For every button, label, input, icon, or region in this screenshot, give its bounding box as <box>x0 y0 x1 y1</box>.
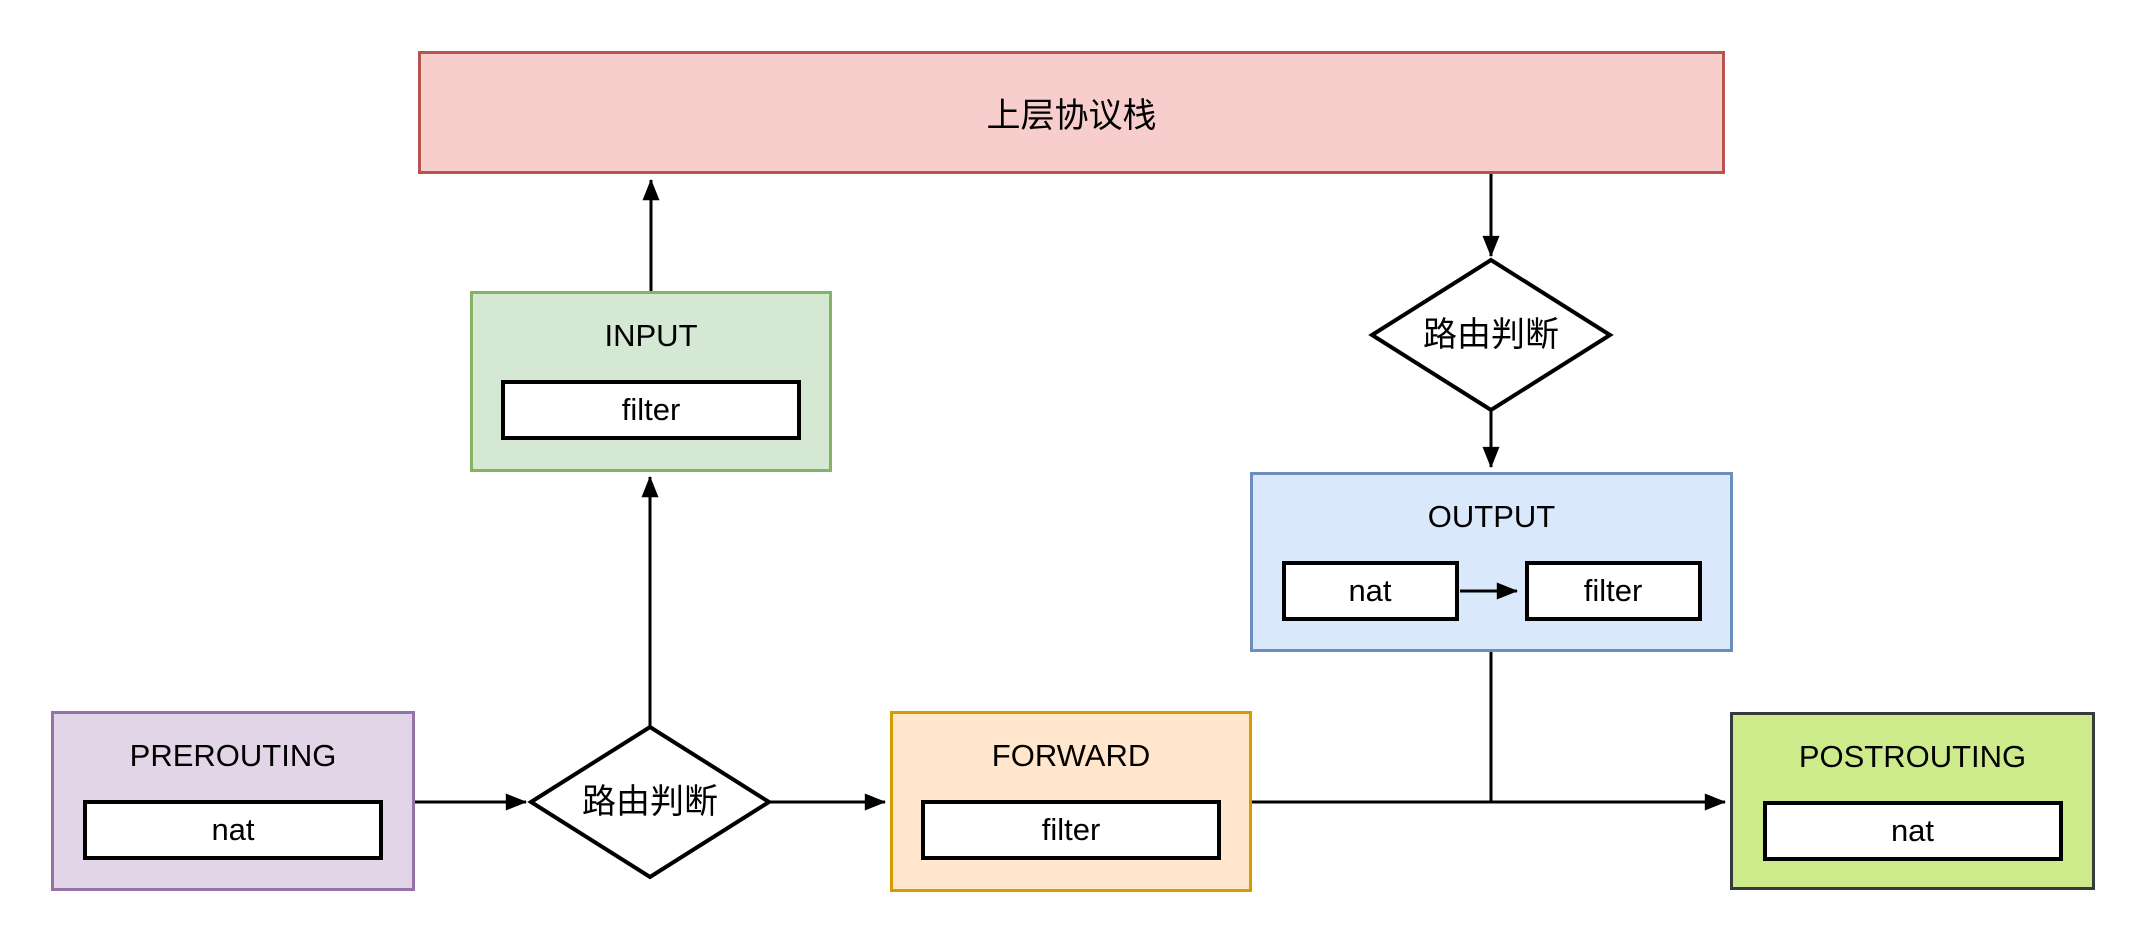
nat-table-label: nat <box>1890 813 1935 848</box>
routing-decision-left-label: 路由判断 <box>582 783 718 821</box>
filter-table-box: filter <box>1524 561 1702 621</box>
nat-table-box: nat <box>1762 801 2063 861</box>
forward-chain-label: FORWARD <box>991 738 1151 773</box>
prerouting-chain-box: PREROUTING nat <box>51 711 415 891</box>
filter-table-label: filter <box>621 392 681 427</box>
forward-tables-row: filter <box>921 800 1221 860</box>
nat-table-box: nat <box>83 800 383 860</box>
postrouting-chain-box: POSTROUTING nat <box>1730 712 2095 890</box>
upper-protocol-stack-box: 上层协议栈 <box>418 51 1725 174</box>
nat-table-label: nat <box>1348 573 1392 608</box>
nat-table-label: nat <box>211 812 255 847</box>
filter-table-box: filter <box>501 380 801 440</box>
routing-decision-left-diamond <box>527 724 773 880</box>
filter-table-box: filter <box>921 800 1221 860</box>
routing-decision-right-label: 路由判断 <box>1423 316 1559 354</box>
postrouting-chain-label: POSTROUTING <box>1798 739 2027 774</box>
forward-chain-box: FORWARD filter <box>890 711 1252 892</box>
postrouting-tables-row: nat <box>1762 801 2063 861</box>
input-chain-label: INPUT <box>604 318 698 353</box>
prerouting-tables-row: nat <box>83 800 383 860</box>
output-tables-row: nat filter <box>1281 561 1702 621</box>
filter-table-label: filter <box>1583 573 1643 608</box>
input-tables-row: filter <box>501 380 801 440</box>
output-chain-box: OUTPUT nat filter <box>1250 472 1733 652</box>
arrow-nat-to-filter <box>1459 582 1518 600</box>
routing-decision-right-diamond <box>1368 257 1614 413</box>
prerouting-chain-label: PREROUTING <box>129 738 337 773</box>
nat-table-box: nat <box>1281 561 1459 621</box>
filter-table-label: filter <box>1041 812 1101 847</box>
output-chain-label: OUTPUT <box>1427 499 1556 534</box>
upper-protocol-stack-label: 上层协议栈 <box>986 97 1157 135</box>
input-chain-box: INPUT filter <box>470 291 832 472</box>
